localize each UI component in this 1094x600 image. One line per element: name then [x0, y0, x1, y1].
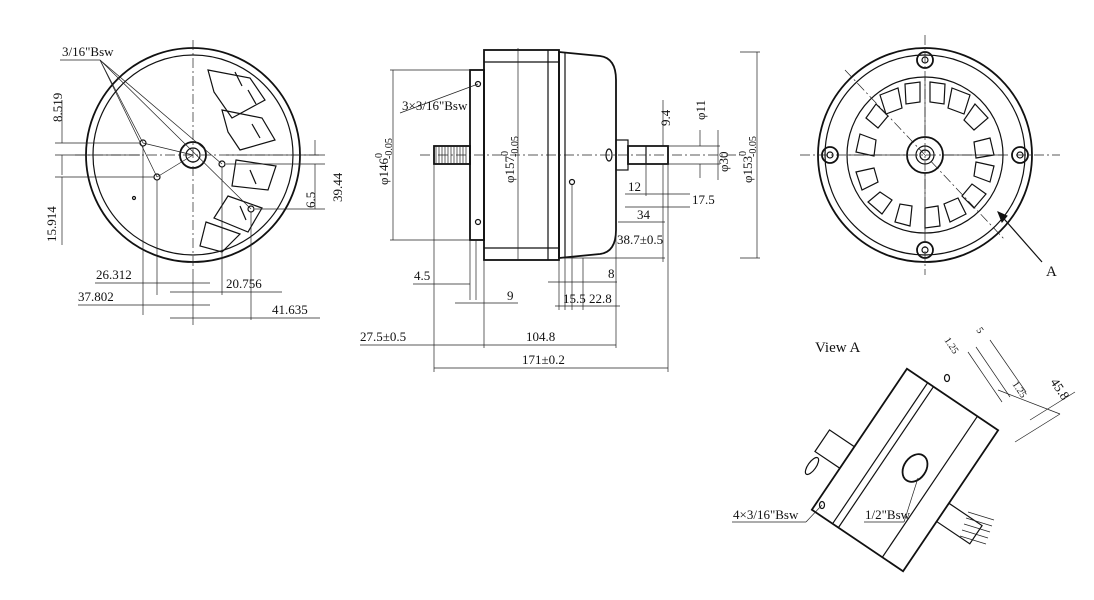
side-dim-104-8: 104.8 [526, 329, 555, 344]
detail-dim-1-25a: 1.25 [942, 336, 961, 357]
detail-groove-2 [837, 386, 934, 528]
side-dim-9: 9 [507, 288, 514, 303]
front-tap-leaders [60, 59, 252, 210]
front-dim-26312: 26.312 [96, 267, 132, 282]
rear-grille-slots [855, 81, 995, 229]
detail-groove-3 [881, 415, 978, 558]
side-dim-171: 171±0.2 [522, 352, 565, 367]
rear-section-mark: A [1046, 264, 1057, 280]
side-tap-leader [399, 83, 479, 114]
front-dim-20756: 20.756 [226, 276, 262, 291]
side-dim-phi157: φ1570-0.05 [500, 136, 521, 183]
side-dim-22-8: 22.8 [589, 291, 612, 306]
detail-dim-lines [967, 339, 1076, 443]
side-view: 3×3/16"Bsw [360, 48, 760, 372]
side-tap-hole-2 [474, 218, 482, 226]
detail-shaft-bottom [935, 502, 983, 545]
side-tap-hole-1 [474, 80, 482, 88]
side-dim-phi30: φ30 [716, 151, 731, 172]
side-dim-27-5: 27.5±0.5 [360, 329, 406, 344]
rear-diag-centerline [844, 69, 1006, 241]
front-view: 3/16"Bsw 8.519 15.914 26.312 [44, 40, 345, 325]
front-dim-lines [55, 100, 325, 325]
front-dim-15914: 15.914 [44, 206, 59, 242]
detail-tap-large-leader [903, 477, 919, 523]
side-dim-phi146: φ1460-0.05 [374, 138, 395, 185]
side-tap-hole-3 [568, 178, 576, 186]
side-dim-8: 8 [608, 266, 615, 281]
side-dim-17-5: 17.5 [692, 192, 715, 207]
detail-tap-small-label: 4×3/16"Bsw [733, 507, 799, 522]
detail-tap-large-label: 1/2"Bsw [865, 507, 911, 522]
front-dim-8519: 8.519 [50, 93, 65, 122]
front-dim-41635: 41.635 [272, 302, 308, 317]
side-dim-phi153: φ1530-0.05 [738, 136, 759, 183]
side-dim-15-5: 15.5 [563, 291, 586, 306]
side-dim-12: 12 [628, 179, 641, 194]
detail-view: View A 1.25 5 1.25 [732, 326, 1076, 573]
front-dim-39-44: 39.44 [330, 172, 345, 202]
detail-dim-5: 5 [974, 326, 986, 336]
detail-small-hole-top [943, 373, 951, 383]
detail-view-title: View A [815, 340, 861, 356]
detail-groove-1 [832, 382, 929, 525]
front-small-hole [131, 195, 137, 201]
detail-large-hole [901, 453, 929, 483]
detail-shaft-top [814, 429, 856, 470]
side-dim-phi11: φ11 [693, 100, 708, 120]
front-dim-37802: 37.802 [78, 289, 114, 304]
rear-view: A [800, 35, 1060, 280]
detail-tap-small-leader [805, 504, 823, 523]
side-tap-label: 3×3/16"Bsw [402, 98, 468, 113]
front-dim-6-5: 6.5 [303, 192, 318, 208]
side-dim-9-4: 9.4 [658, 109, 673, 126]
side-dim-34: 34 [637, 207, 651, 222]
detail-small-hole-bottom [818, 500, 826, 510]
rear-section-arrow-line [997, 211, 1043, 263]
detail-dim-45-8: 45.8 [1048, 375, 1073, 402]
detail-dim-1-25b: 1.25 [1010, 380, 1029, 401]
rear-section-arrowhead [997, 211, 1008, 223]
side-dim-lines [360, 48, 760, 372]
front-tap-label: 3/16"Bsw [62, 44, 114, 59]
side-dim-4-5: 4.5 [414, 268, 430, 283]
side-dim-38-7: 38.7±0.5 [617, 232, 663, 247]
detail-side-slot [804, 456, 820, 476]
detail-body [810, 367, 1000, 573]
detail-thread-hatch [959, 511, 995, 545]
